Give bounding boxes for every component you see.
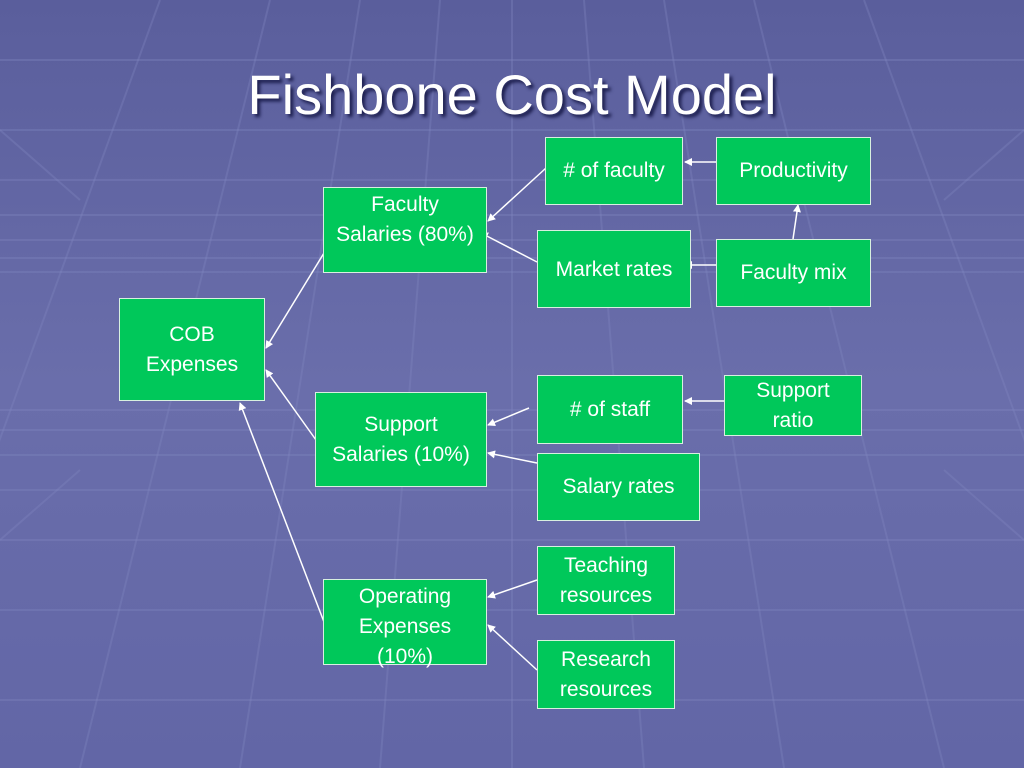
edge-faculty-mix-to-productivity	[792, 204, 801, 240]
node-market-rates[interactable]: Market rates	[537, 230, 691, 308]
edge-teaching-resources-to-operating-expenses	[487, 579, 538, 599]
edge-market-rates-to-faculty-salaries	[480, 232, 538, 263]
node-productivity[interactable]: Productivity	[716, 137, 871, 205]
edge-num-staff-to-support-salaries	[487, 407, 530, 427]
node-support-salaries[interactable]: Support Salaries (10%)	[315, 392, 487, 487]
edge-operating-expenses-to-cob	[238, 402, 325, 623]
node-faculty-mix[interactable]: Faculty mix	[716, 239, 871, 307]
node-teaching-resources[interactable]: Teaching resources	[537, 546, 675, 615]
edge-faculty-salaries-to-cob	[265, 252, 325, 349]
slide-title: Fishbone Cost Model	[247, 63, 777, 126]
node-faculty-salaries[interactable]: Faculty Salaries (80%)	[323, 187, 487, 273]
node-cob-expenses[interactable]: COB Expenses	[119, 298, 265, 401]
node-salary-rates[interactable]: Salary rates	[537, 453, 700, 521]
node-research-resources[interactable]: Research resources	[537, 640, 675, 709]
node-operating-expenses[interactable]: Operating Expenses (10%)	[323, 579, 487, 668]
edge-num-faculty-to-faculty-salaries	[487, 167, 547, 222]
edge-research-resources-to-operating-expenses	[487, 624, 538, 671]
edge-support-salaries-to-cob	[265, 369, 317, 441]
node-num-staff[interactable]: # of staff	[537, 375, 683, 444]
node-num-faculty[interactable]: # of faculty	[545, 137, 683, 205]
edge-salary-rates-to-support-salaries	[487, 450, 538, 464]
node-support-ratio[interactable]: Support ratio	[724, 375, 862, 436]
